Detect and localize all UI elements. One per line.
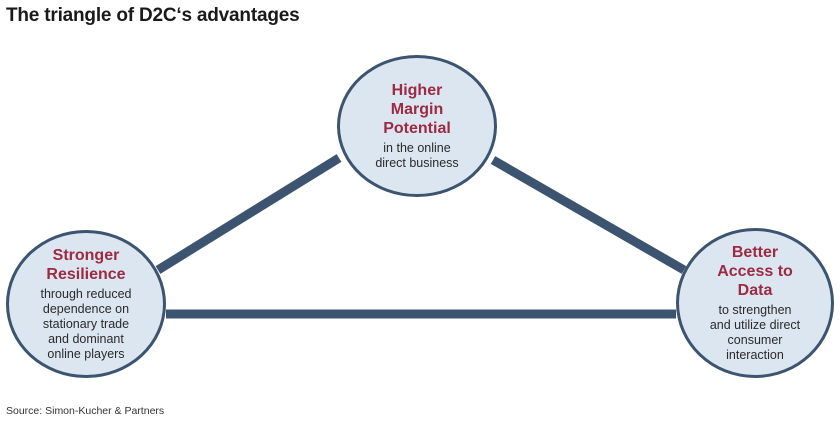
node-description: through reduced dependence on stationary… <box>40 287 132 361</box>
node-description: to strengthen and utilize direct consume… <box>709 303 801 362</box>
node-heading: Higher Margin Potential <box>383 82 451 137</box>
node-heading: Stronger Resilience <box>46 247 126 283</box>
connector-left-top <box>155 154 342 274</box>
node-higher-margin-potential: Higher Margin Potential in the online di… <box>337 55 497 197</box>
node-description: in the online direct business <box>375 141 459 170</box>
node-better-access-to-data: Better Access to Data to strengthen and … <box>676 228 834 378</box>
source-note: Source: Simon-Kucher & Partners <box>6 405 165 417</box>
node-heading: Better Access to Data <box>717 244 793 299</box>
connector-top-right <box>490 156 687 274</box>
node-stronger-resilience: Stronger Resilience through reduced depe… <box>6 230 166 378</box>
diagram-title: The triangle of D2C‘s advantages <box>6 5 300 26</box>
